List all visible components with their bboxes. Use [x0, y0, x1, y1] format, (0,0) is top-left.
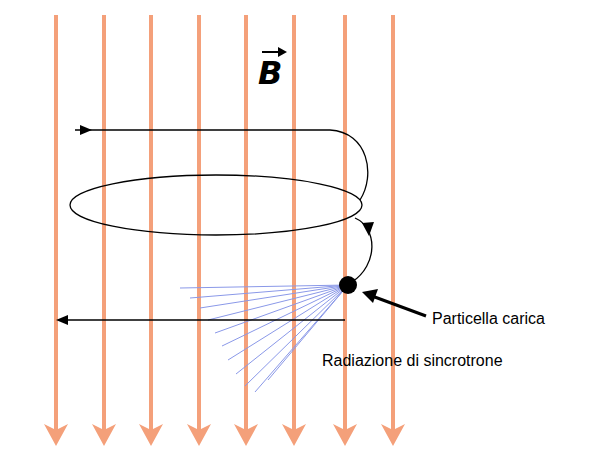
- path-arrowheads: [56, 125, 374, 325]
- helix-path: [62, 130, 372, 320]
- callout-label: Particella carica: [432, 310, 545, 328]
- callout-label: Radiazione di sincrotrone: [322, 352, 503, 370]
- radiation-rays: [180, 285, 348, 392]
- charged-particle: [339, 276, 357, 294]
- field-arrowheads: [44, 424, 405, 446]
- vector-label: B: [258, 54, 282, 92]
- leader-arrow: [362, 289, 426, 316]
